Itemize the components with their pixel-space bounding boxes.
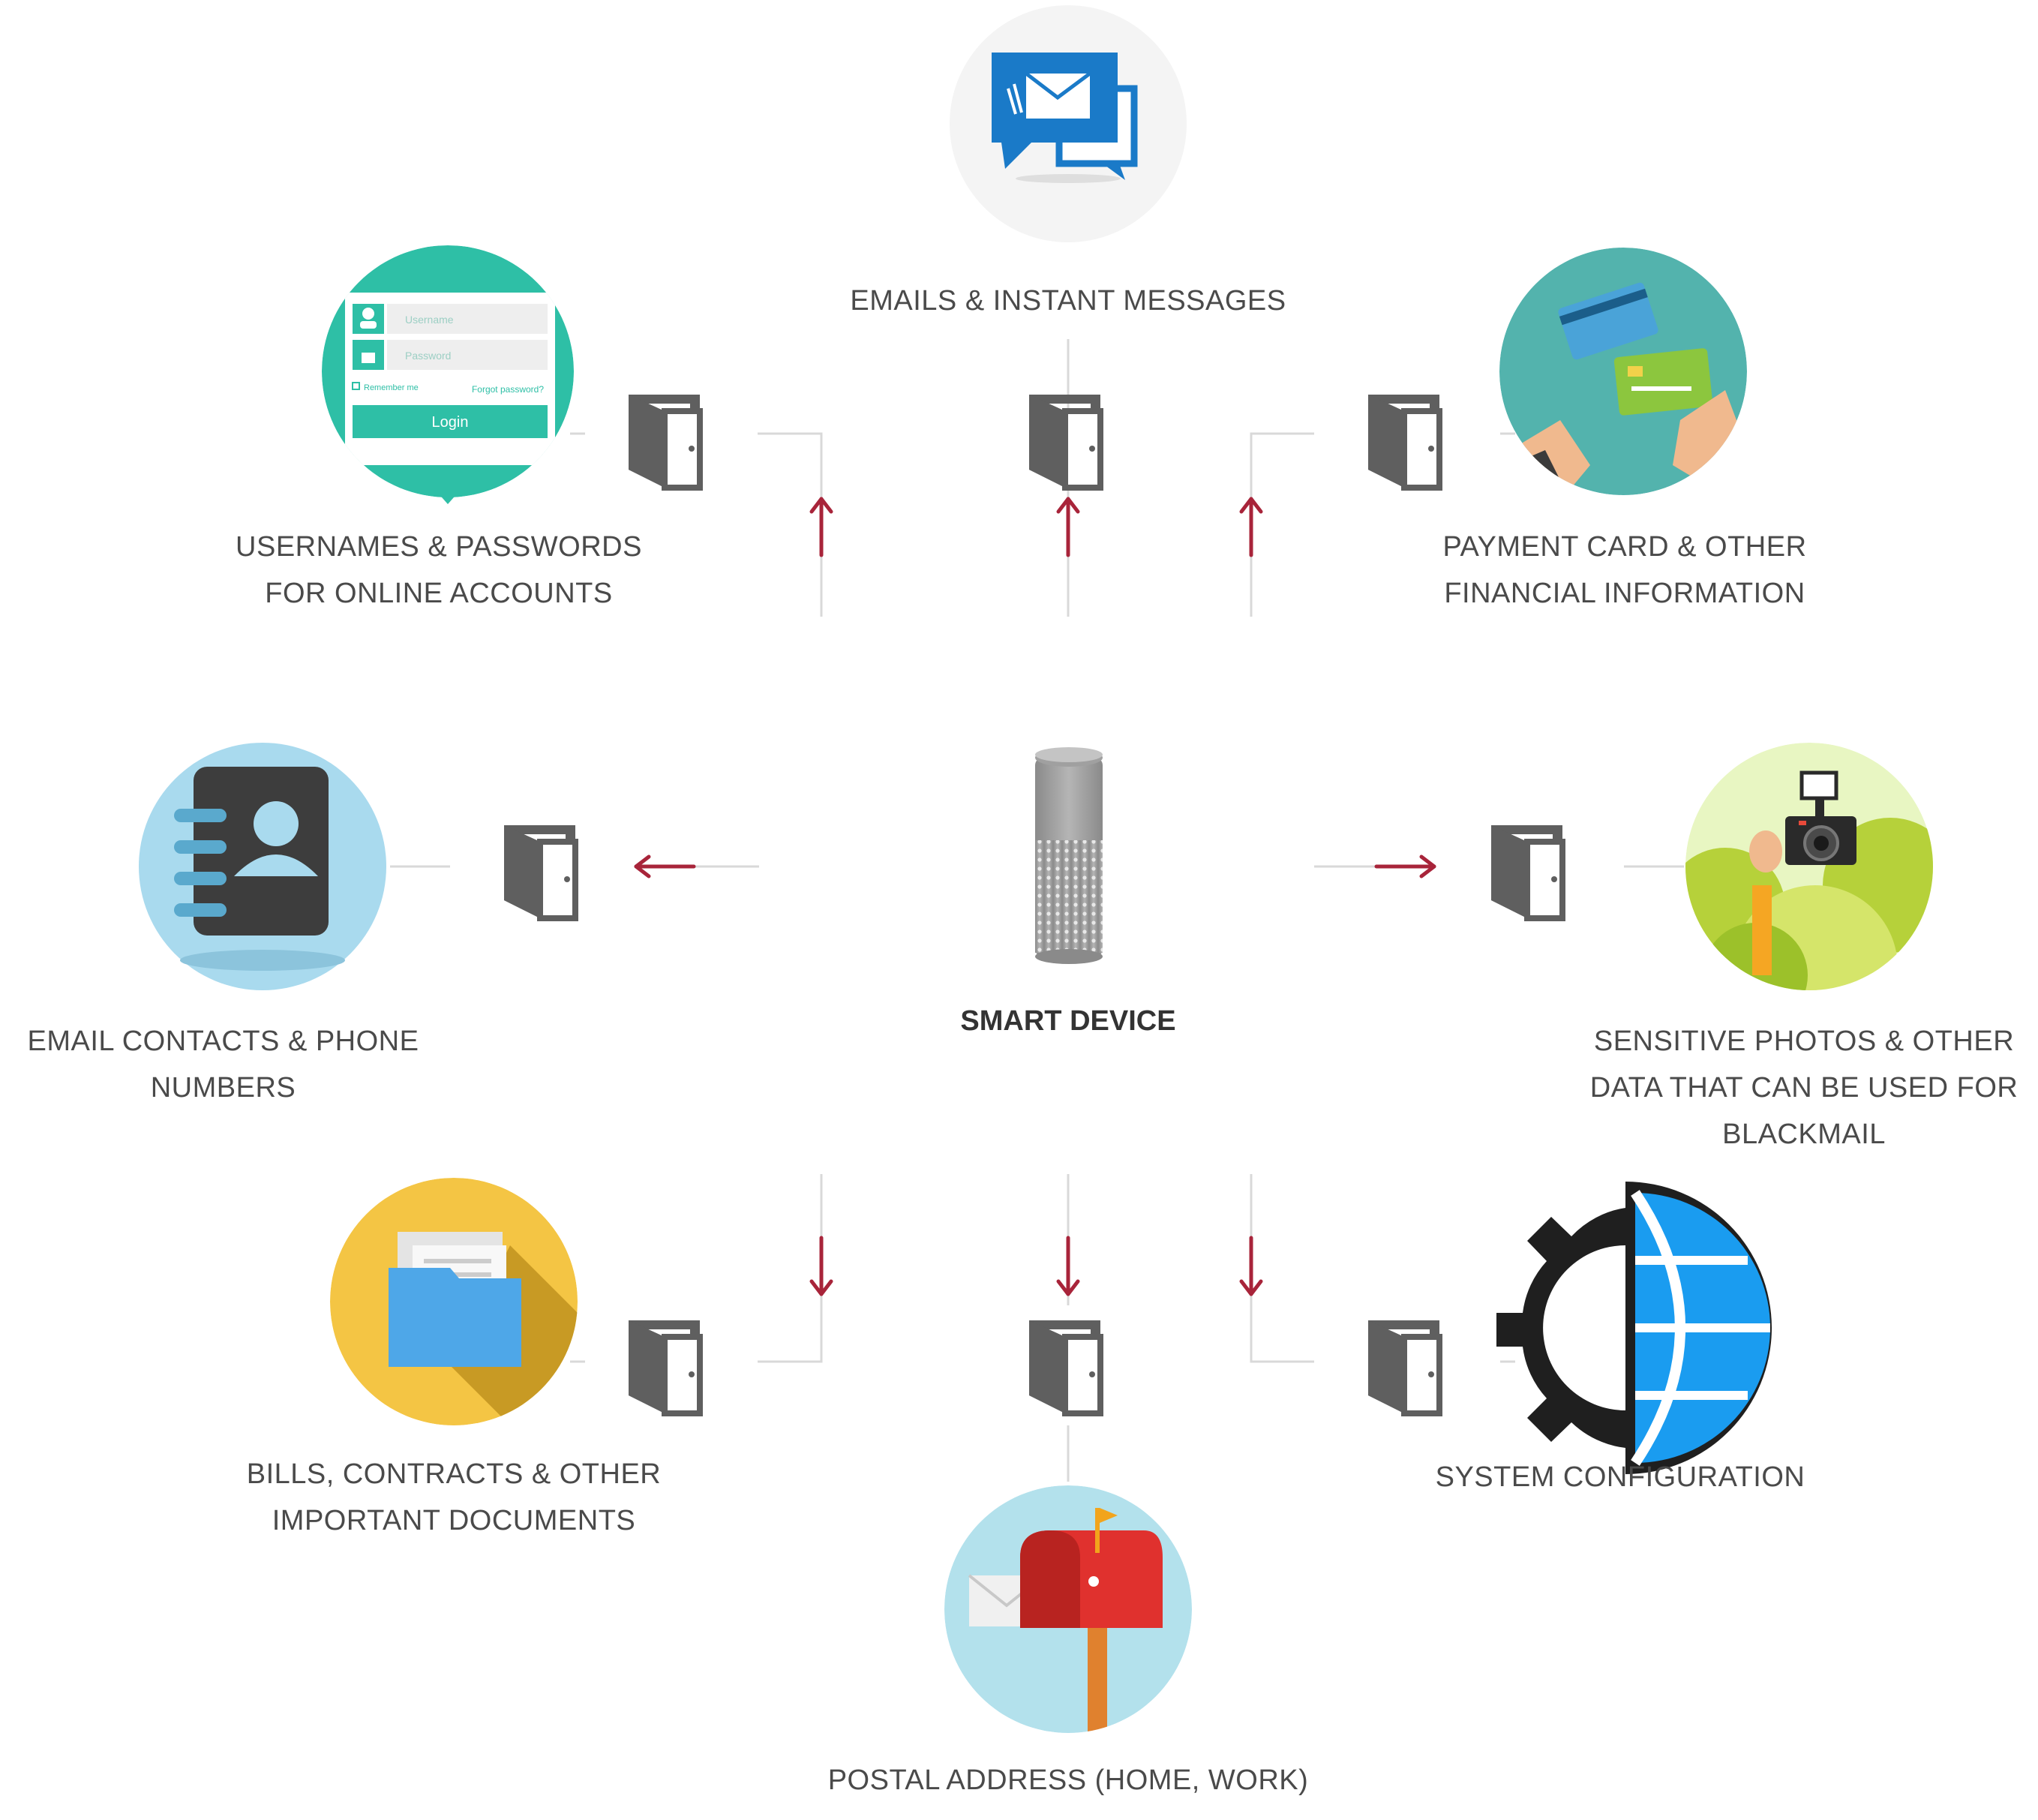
label-documents: BILLS, CONTRACTS & OTHER IMPORTANT DOCUM… <box>229 1451 679 1544</box>
door-icon-system <box>1368 1320 1439 1413</box>
label-contacts-line-2: NUMBERS <box>150 1072 296 1104</box>
arrows <box>634 497 1436 1296</box>
arrow-down-system <box>1239 1236 1263 1296</box>
label-credentials-line-1: USERNAMES & PASSWORDS <box>236 531 642 563</box>
smart-speaker-icon <box>1035 747 1103 964</box>
connector-payment <box>1250 432 1314 617</box>
label-documents-line-1: BILLS, CONTRACTS & OTHER <box>246 1458 662 1490</box>
label-photos-line-3: BLACKMAIL <box>1722 1119 1886 1150</box>
gear-globe-icon <box>1496 1179 1772 1478</box>
payment-card-icon <box>1499 248 1747 495</box>
label-system: SYSTEM CONFIGURATION <box>1395 1454 1845 1500</box>
door-icon-documents <box>629 1320 700 1413</box>
folder-documents-icon <box>330 1178 578 1425</box>
label-system-line-1: SYSTEM CONFIGURATION <box>1435 1461 1805 1493</box>
login-remember-label: Remember me <box>364 383 419 392</box>
label-postal-line-1: POSTAL ADDRESS (HOME, WORK) <box>827 1764 1309 1796</box>
door-icon-contacts <box>504 825 575 918</box>
connector-credentials <box>758 432 823 617</box>
label-photos: SENSITIVE PHOTOS & OTHER DATA THAT CAN B… <box>1571 1018 2036 1158</box>
label-contacts-line-1: EMAIL CONTACTS & PHONE <box>27 1026 419 1057</box>
label-photos-line-1: SENSITIVE PHOTOS & OTHER <box>1593 1026 2015 1057</box>
label-payment-line-2: FINANCIAL INFORMATION <box>1444 578 1805 609</box>
label-payment: PAYMENT CARD & OTHER FINANCIAL INFORMATI… <box>1400 524 1850 617</box>
door-icon-postal <box>1029 1320 1100 1413</box>
label-postal: POSTAL ADDRESS (HOME, WORK) <box>806 1757 1331 1803</box>
arrow-left-contacts <box>634 854 696 878</box>
connector-system <box>1250 1174 1314 1363</box>
email-chat-icon <box>950 5 1187 242</box>
login-button-label: Login <box>432 414 469 431</box>
label-smart-device: SMART DEVICE <box>960 1005 1176 1037</box>
login-form-icon <box>322 245 574 504</box>
label-credentials: USERNAMES & PASSWORDS FOR ONLINE ACCOUNT… <box>214 524 664 617</box>
login-username-placeholder: Username <box>405 314 454 326</box>
label-payment-line-1: PAYMENT CARD & OTHER <box>1442 531 1807 563</box>
label-contacts: EMAIL CONTACTS & PHONE NUMBERS <box>0 1018 446 1111</box>
arrow-up-credentials <box>809 497 833 557</box>
door-icon-payment <box>1368 395 1439 488</box>
arrow-up-emails <box>1056 497 1080 557</box>
label-photos-line-2: DATA THAT CAN BE USED FOR <box>1589 1072 2018 1104</box>
address-book-icon <box>139 743 386 990</box>
label-emails: EMAILS & INSTANT MESSAGES <box>843 278 1293 324</box>
door-icon-photos <box>1491 825 1562 918</box>
label-credentials-line-2: FOR ONLINE ACCOUNTS <box>265 578 613 609</box>
login-password-placeholder: Password <box>405 350 451 362</box>
camera-icon <box>1685 743 1933 990</box>
login-forgot-link: Forgot password? <box>472 384 544 395</box>
arrow-down-postal <box>1056 1236 1080 1296</box>
arrow-down-documents <box>809 1236 833 1296</box>
door-icon-emails <box>1029 395 1100 488</box>
mailbox-icon <box>944 1485 1192 1733</box>
label-documents-line-2: IMPORTANT DOCUMENTS <box>272 1505 636 1536</box>
arrow-up-payment <box>1239 497 1263 557</box>
door-icon-credentials <box>629 395 700 488</box>
connector-documents <box>758 1174 823 1363</box>
label-emails-line-1: EMAILS & INSTANT MESSAGES <box>850 285 1286 317</box>
arrow-right-photos <box>1374 854 1436 878</box>
